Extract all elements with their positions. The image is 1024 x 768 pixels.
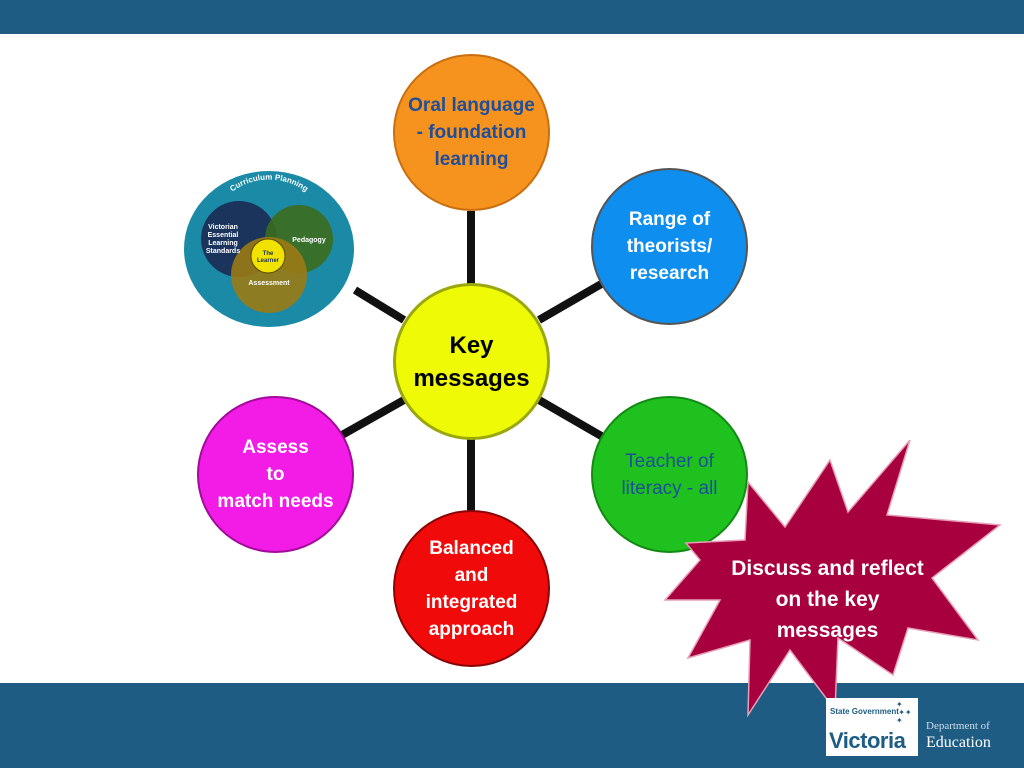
connector-teacher: [536, 396, 606, 441]
curriculum-assessment-label: Assessment: [248, 280, 290, 287]
node-key-messages: Key messages: [393, 283, 550, 440]
callout-text: Discuss and reflect on the key messages: [731, 557, 924, 642]
logo-victoria: Victoria: [829, 728, 906, 753]
logo-education: Education: [926, 734, 991, 751]
connector-curriculum: [352, 286, 407, 324]
logo-department-of: Department of: [926, 720, 990, 732]
connector-range: [536, 279, 606, 324]
southern-cross-icon: ✦ ✦✦✦: [896, 700, 912, 725]
node-teacher-of-literacy: Teacher of literacy - all: [591, 396, 748, 553]
node-range-of-theorists: Range of theorists/ research: [591, 168, 748, 325]
victoria-education-logo: ✦ ✦✦✦ State Government Victoria Departme…: [826, 698, 1016, 756]
node-assess-needs: Assess to match needs: [197, 396, 354, 553]
logo-badge: ✦ ✦✦✦ State Government Victoria: [826, 698, 918, 756]
node-oral-language: Oral language - foundation learning: [393, 54, 550, 211]
top-banner: [0, 0, 1024, 34]
connector-assess: [340, 396, 406, 439]
node-balanced-approach: Balanced and integrated approach: [393, 510, 550, 667]
curriculum-pedagogy-label: Pedagogy: [292, 237, 326, 244]
logo-state-government: State Government: [830, 707, 899, 716]
callout-starburst: [663, 440, 1002, 718]
